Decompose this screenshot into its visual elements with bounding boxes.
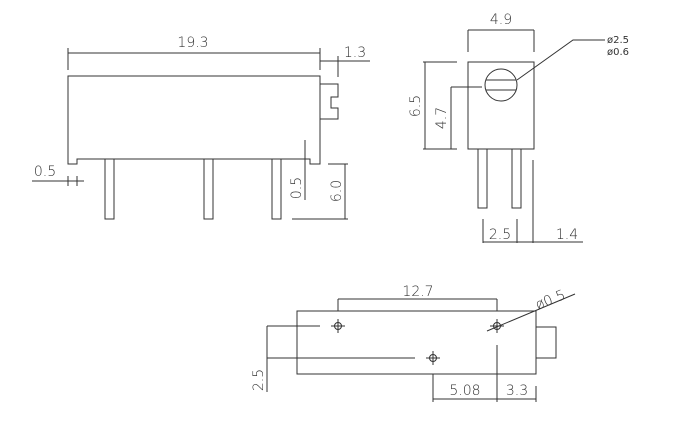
hole	[331, 319, 345, 333]
side-view: 4.9 6.5 4.7 ø2.5 ø0.6 2.5 1.4	[408, 12, 629, 243]
hole	[490, 319, 504, 333]
dim-foot: 0.5	[34, 164, 56, 180]
dim-shaft-height: 4.7	[434, 107, 450, 129]
dim-height: 6.5	[408, 95, 424, 117]
pin	[477, 148, 488, 209]
dimension-lines	[423, 29, 605, 243]
dim-tab: 1.3	[344, 45, 366, 61]
front-view: 19.3 1.3 0.5 0.5 6.0	[32, 35, 370, 220]
dim-shaft-dia: ø2.5	[607, 35, 629, 46]
front-body	[67, 75, 321, 165]
pin	[271, 158, 282, 220]
side-body	[467, 61, 535, 150]
dim-row-offset: 2.5	[251, 369, 267, 391]
dim-center-pitch: 5.08	[449, 383, 480, 399]
dim-edge: 3.3	[506, 383, 528, 399]
shaft-slot	[486, 79, 516, 91]
dim-slot: ø0.6	[607, 47, 629, 58]
dim-width: 19.3	[177, 35, 208, 51]
hole	[426, 351, 440, 365]
dim-pitch: 12.7	[402, 284, 433, 300]
top-view: 12.7 ø0.5 2.5 5.08 3.3	[251, 284, 576, 402]
top-body	[296, 310, 537, 375]
dim-offset: 1.4	[556, 227, 578, 243]
dim-standoff: 0.5	[289, 177, 305, 199]
dim-width: 4.9	[490, 12, 512, 28]
dim-pin-length: 6.0	[329, 180, 345, 202]
dimension-lines	[32, 48, 370, 220]
dim-pin-pitch: 2.5	[489, 227, 511, 243]
dim-hole-dia: ø0.5	[533, 287, 568, 313]
dimension-lines	[266, 293, 576, 402]
adjust-tab	[320, 83, 339, 120]
pin	[104, 158, 115, 220]
pin	[203, 158, 214, 220]
adjust-tab	[536, 326, 557, 359]
pin	[511, 148, 522, 209]
adjust-shaft	[484, 68, 518, 102]
